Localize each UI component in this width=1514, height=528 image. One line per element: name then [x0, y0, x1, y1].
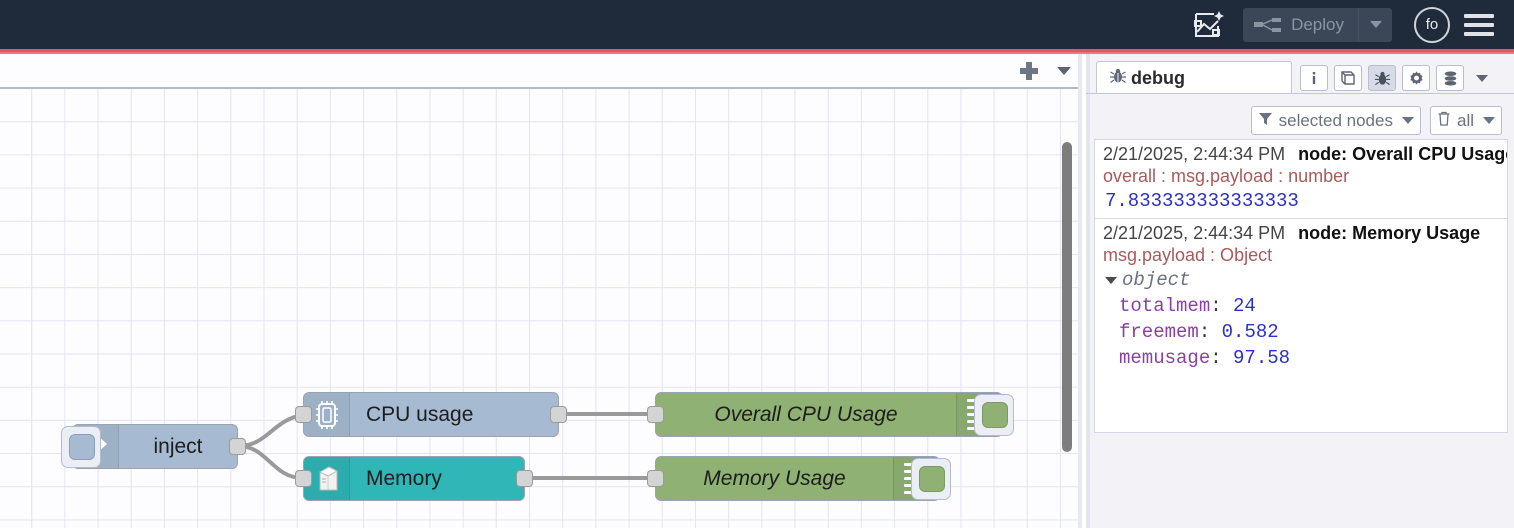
debug-timestamp: 2/21/2025, 2:44:34 PM — [1103, 223, 1286, 243]
vertical-scrollbar-track[interactable] — [1060, 89, 1074, 528]
workspace-right-edge — [1078, 54, 1082, 528]
debug-enable-toggle[interactable] — [911, 457, 951, 500]
plus-icon — [1020, 61, 1038, 80]
debug-filter-row: selected nodes all — [1086, 98, 1514, 143]
trash-icon — [1437, 111, 1451, 131]
debug-message-list[interactable]: 2/21/2025, 2:44:34 PM node: Overall CPU … — [1094, 139, 1508, 433]
chevron-down-icon — [1483, 117, 1495, 124]
triangle-down-icon[interactable] — [1105, 276, 1117, 284]
node-label: CPU usage — [366, 402, 474, 426]
wire-layer — [237, 411, 655, 481]
clear-label: all — [1456, 110, 1474, 130]
flow-tab-bar — [0, 54, 1082, 89]
context-tool-button[interactable] — [1436, 65, 1464, 91]
debug-message-header: 2/21/2025, 2:44:34 PM node: Overall CPU … — [1095, 144, 1507, 165]
object-property-value: 0.582 — [1221, 321, 1279, 343]
flow-node-cpu-usage[interactable]: CPU usage — [295, 392, 567, 437]
object-property-key: freemem — [1119, 321, 1199, 343]
object-property-row: memusage: 97.58 — [1119, 347, 1291, 369]
flow-workspace: inject — [0, 54, 1082, 528]
object-expander-row[interactable]: object — [1095, 266, 1507, 291]
tab-debug[interactable]: debug — [1096, 61, 1292, 94]
funnel-icon — [1258, 111, 1273, 131]
sidebar-more-button[interactable] — [1470, 65, 1494, 91]
chevron-down-icon — [1401, 117, 1414, 124]
chevron-down-icon — [1057, 66, 1071, 75]
sidebar-tab-divider — [1086, 93, 1514, 94]
deploy-nodes-icon — [1253, 15, 1283, 35]
node-input-port[interactable] — [647, 469, 664, 487]
hamburger-menu-icon[interactable] — [1464, 13, 1494, 36]
debug-message-topic: msg.payload : Object — [1103, 245, 1273, 265]
debug-timestamp: 2/21/2025, 2:44:34 PM — [1103, 144, 1286, 164]
node-output-port[interactable] — [229, 437, 246, 455]
debug-enable-toggle[interactable] — [974, 393, 1014, 436]
object-property-value: 97.58 — [1233, 347, 1291, 369]
node-output-port[interactable] — [516, 469, 533, 487]
node-label: Memory — [366, 466, 442, 490]
config-tool-button[interactable] — [1402, 65, 1430, 91]
flow-node-overall-cpu-usage[interactable]: Overall CPU Usage — [647, 392, 1014, 437]
node-filter-dropdown[interactable]: selected nodes — [1250, 106, 1421, 135]
sidebar-tab-row: debug — [1086, 59, 1514, 94]
server-tower-icon — [304, 457, 350, 500]
ai-flow-sparkle-icon[interactable] — [1189, 5, 1229, 45]
info-tool-button[interactable] — [1300, 65, 1328, 91]
deploy-dropdown-caret[interactable] — [1358, 7, 1392, 42]
object-property-key: totalmem — [1119, 295, 1211, 317]
object-property-value: 24 — [1233, 295, 1256, 317]
app-header: Deploy fo — [0, 0, 1514, 49]
object-property-row: freemem: 0.582 — [1119, 321, 1279, 343]
flow-canvas[interactable]: inject — [0, 89, 1082, 528]
deploy-button[interactable]: Deploy — [1243, 7, 1392, 42]
chevron-down-icon — [1369, 21, 1382, 28]
debug-source-node[interactable]: node: Memory Usage — [1298, 223, 1481, 243]
sidebar-tool-buttons — [1300, 65, 1494, 94]
debug-message[interactable]: 2/21/2025, 2:44:34 PM node: Memory Usage… — [1095, 219, 1507, 375]
debug-sidebar: debug — [1086, 54, 1514, 528]
node-output-port[interactable] — [550, 405, 567, 423]
help-tool-button[interactable] — [1334, 65, 1362, 91]
flow-list-button[interactable] — [1046, 54, 1082, 88]
debug-message-topic: overall : msg.payload : number — [1103, 166, 1350, 186]
debug-message[interactable]: 2/21/2025, 2:44:34 PM node: Overall CPU … — [1095, 140, 1507, 219]
node-input-port[interactable] — [295, 405, 312, 423]
node-label: Overall CPU Usage — [714, 402, 898, 426]
header-accent-bar — [0, 49, 1514, 54]
flow-node-memory-usage[interactable]: Memory Usage — [647, 456, 951, 501]
deploy-label: Deploy — [1291, 14, 1344, 34]
clear-messages-dropdown[interactable]: all — [1429, 106, 1502, 135]
add-flow-button[interactable] — [1012, 54, 1046, 88]
object-property-row: totalmem: 24 — [1119, 295, 1256, 317]
debug-message-value: 7.833333333333333 — [1105, 190, 1299, 212]
bug-icon — [1109, 67, 1127, 90]
flow-node-inject[interactable]: inject — [61, 424, 246, 469]
node-label: inject — [153, 434, 203, 458]
node-label: Memory Usage — [703, 466, 846, 490]
flow-node-memory[interactable]: Memory — [295, 456, 533, 501]
chevron-down-icon — [1476, 74, 1488, 82]
inject-trigger-button[interactable] — [61, 425, 101, 468]
vertical-scrollbar[interactable] — [1062, 142, 1072, 452]
tab-label: debug — [1131, 67, 1185, 88]
node-filter-label: selected nodes — [1278, 110, 1393, 130]
debug-tool-button[interactable] — [1368, 65, 1396, 91]
node-input-port[interactable] — [647, 405, 664, 423]
debug-source-node[interactable]: node: Overall CPU Usage — [1298, 144, 1508, 164]
debug-message-header: 2/21/2025, 2:44:34 PM node: Memory Usage — [1095, 223, 1507, 244]
object-property-key: memusage — [1119, 347, 1211, 369]
user-avatar[interactable]: fo — [1414, 6, 1450, 43]
object-root-label: object — [1122, 269, 1191, 291]
sidebar-drag-handle[interactable] — [1086, 54, 1090, 528]
node-input-port[interactable] — [295, 469, 312, 487]
